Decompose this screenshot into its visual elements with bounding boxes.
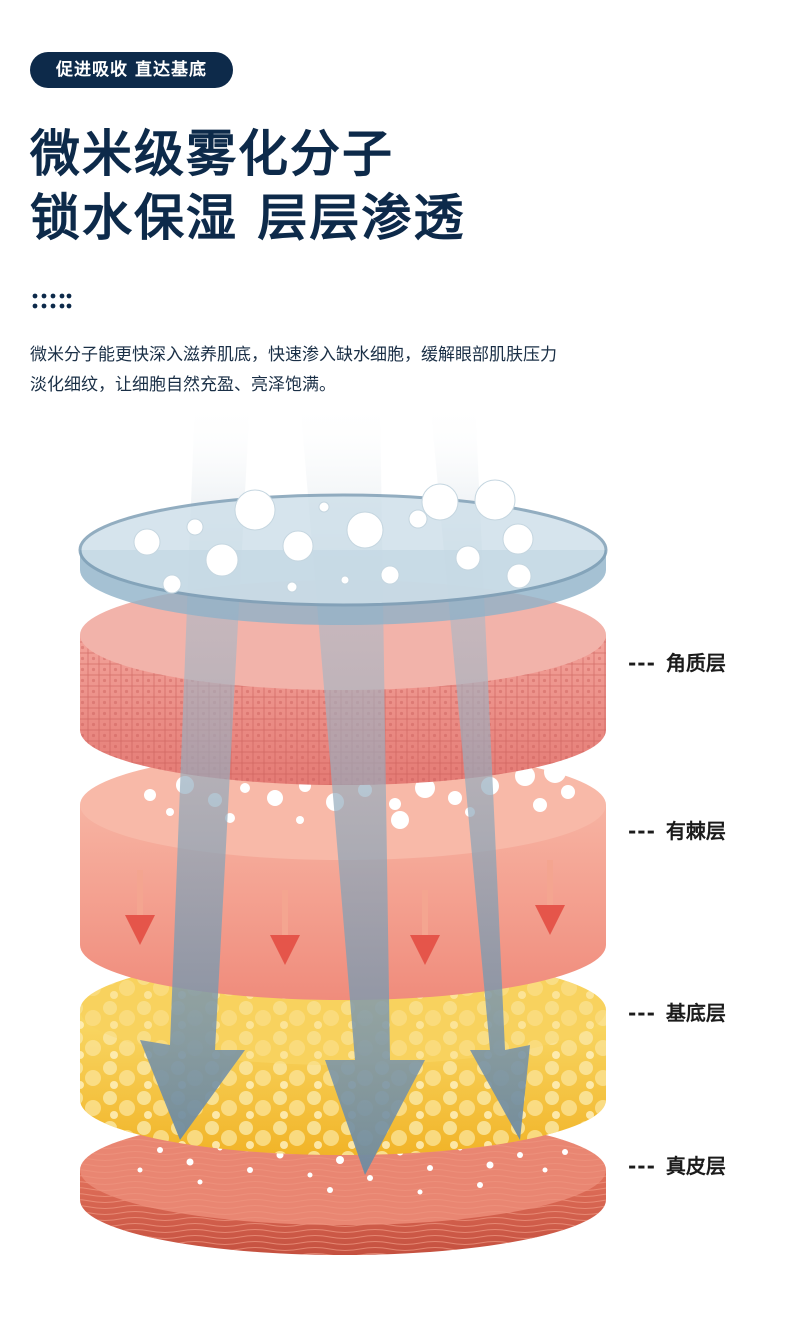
description-line-2: 淡化细纹，让细胞自然充盈、亮泽饱满。 bbox=[30, 375, 336, 395]
water-disc bbox=[78, 479, 608, 625]
headline-line-1: 微米级雾化分子 bbox=[30, 125, 394, 183]
label-dash: --- bbox=[628, 1154, 656, 1178]
headline: 微米级雾化分子 锁水保湿 层层渗透 bbox=[30, 122, 465, 250]
label-text: 角质层 bbox=[665, 651, 726, 675]
description-line-1: 微米分子能更快深入滋养肌底，快速渗入缺水细胞，缓解眼部肌肤压力 bbox=[30, 345, 557, 365]
headline-line-2: 锁水保湿 层层渗透 bbox=[30, 189, 466, 247]
label-dash: --- bbox=[628, 651, 656, 675]
label-dermis: --- 真皮层 bbox=[628, 1151, 768, 1181]
skin-layers-illustration bbox=[78, 400, 608, 1255]
dot-grid-icon bbox=[32, 293, 72, 309]
label-dash: --- bbox=[628, 1001, 656, 1025]
label-text: 基底层 bbox=[665, 1001, 726, 1025]
label-spinous: --- 有棘层 bbox=[628, 816, 768, 846]
label-text: 有棘层 bbox=[665, 819, 726, 843]
label-basal: --- 基底层 bbox=[628, 998, 768, 1028]
description: 微米分子能更快深入滋养肌底，快速渗入缺水细胞，缓解眼部肌肤压力 淡化细纹，让细胞… bbox=[30, 340, 730, 400]
label-text: 真皮层 bbox=[665, 1154, 726, 1178]
label-stratum-corneum: --- 角质层 bbox=[628, 648, 768, 678]
absorption-arrows bbox=[125, 860, 565, 965]
feature-badge: 促进吸收 直达基底 bbox=[30, 52, 233, 88]
label-dash: --- bbox=[628, 819, 656, 843]
